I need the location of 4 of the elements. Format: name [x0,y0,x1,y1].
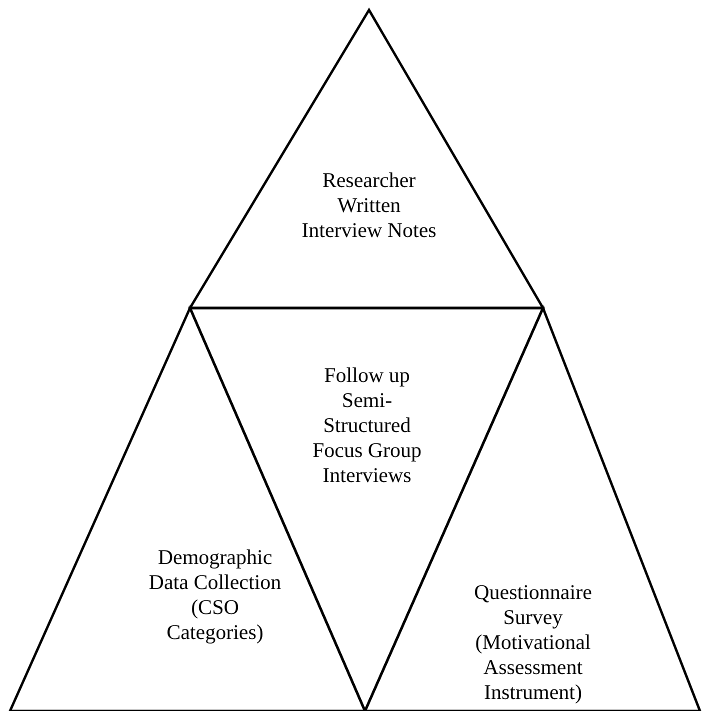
triangle-label: Researcher Written Interview Notes [302,168,436,243]
triangle-label: Follow up Semi-Structured Focus Group Interviews [311,363,423,488]
triangle-label: Questionnaire Survey (Motivational Assessment Instrument) [473,580,593,705]
triangle-label: Demographic Data Collection (CSO Categories) [148,545,282,645]
